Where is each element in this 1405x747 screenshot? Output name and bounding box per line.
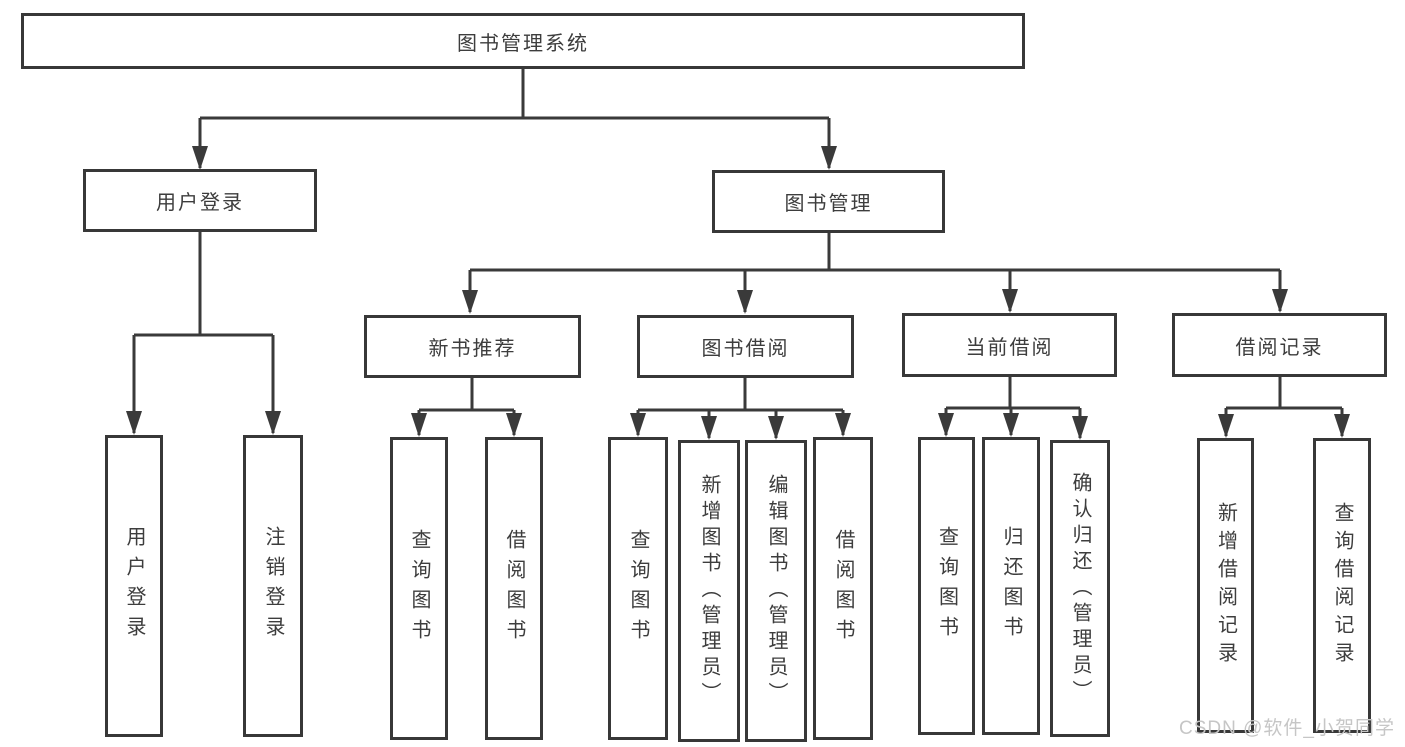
node-book-borrowing: 图书借阅: [637, 315, 854, 378]
leaf-cb-confirm-return-admin: 确认归还（管理员）: [1050, 440, 1110, 737]
csdn-watermark: CSDN @软件_小贺同学: [1179, 718, 1395, 739]
leaf-br-add-record: 新增借阅记录: [1197, 438, 1254, 733]
node-new-book-recommend: 新书推荐: [364, 315, 581, 378]
leaf-user-login: 用户登录: [105, 435, 163, 737]
leaf-nbr-query-books: 查询图书: [390, 437, 448, 740]
node-library-system: 图书管理系统: [21, 13, 1025, 69]
leaf-logout: 注销登录: [243, 435, 303, 737]
node-borrow-records: 借阅记录: [1172, 313, 1387, 377]
node-current-borrowing: 当前借阅: [902, 313, 1117, 377]
leaf-bb-add-books-admin: 新增图书（管理员）: [678, 440, 740, 742]
leaf-bb-borrow-books: 借阅图书: [813, 437, 873, 740]
leaf-bb-query-books: 查询图书: [608, 437, 668, 740]
node-book-management: 图书管理: [712, 170, 945, 233]
leaf-br-query-record: 查询借阅记录: [1313, 438, 1371, 733]
leaf-nbr-borrow-books: 借阅图书: [485, 437, 543, 740]
node-user-login: 用户登录: [83, 169, 317, 232]
leaf-cb-return-books: 归还图书: [982, 437, 1040, 735]
leaf-cb-query-books: 查询图书: [918, 437, 975, 735]
leaf-bb-edit-books-admin: 编辑图书（管理员）: [745, 440, 807, 742]
